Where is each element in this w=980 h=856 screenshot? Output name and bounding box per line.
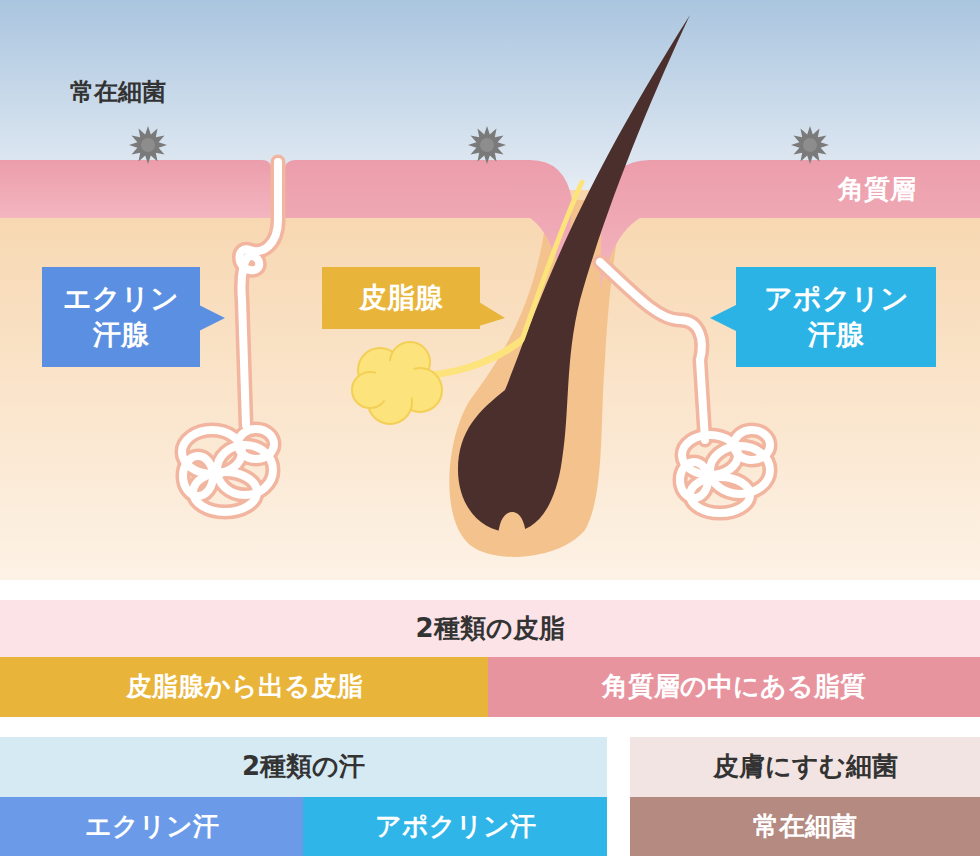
apocrine-duct [600,262,705,440]
eccrine-duct [240,162,279,425]
hair [458,15,690,532]
apocrine-duct [600,262,705,440]
heading-band: 皮膚にすむ細菌 [630,737,980,797]
node-text: 常在細菌 [753,810,857,844]
bacterium [468,126,506,164]
callout-tail [199,305,225,331]
sebaceous-core [374,360,418,404]
horny-layer [0,160,272,218]
eccrine-duct [240,162,279,425]
bacterium [791,126,829,164]
sebum-duct [420,340,522,376]
node-text: エクリン汗 [85,810,219,844]
category-band: 常在細菌 [630,797,980,856]
node-text: アポクリン汗 [375,810,536,844]
heading-band: 2種類の皮脂 [0,600,980,657]
sebum-line [522,182,582,340]
callout-tail [479,302,505,326]
bacteria [129,126,829,164]
hair-papilla [498,512,526,540]
node-text: 皮膚にすむ細菌 [713,750,898,784]
bacterium-core [803,138,817,152]
category-band: 角質層の中にある脂質 [488,657,980,717]
callout-box: アポクリン 汗腺 [736,267,936,367]
eccrine-coil [238,429,274,459]
callout-box: エクリン 汗腺 [42,267,200,367]
category-band: エクリン汗 [0,797,303,856]
callout-tail [710,305,736,331]
callout-box: 皮脂腺 [322,267,480,329]
bacterium-core [480,138,494,152]
category-band: アポクリン汗 [303,797,607,856]
bacterium [129,126,167,164]
node-text: アポクリン 汗腺 [750,281,922,354]
sebaceous-gland [352,342,442,424]
layer-label: 角質層 [838,174,916,205]
node-text: 角質層の中にある脂質 [602,670,866,704]
eccrine-coil [183,456,213,496]
node-text: 2種類の汗 [242,750,365,784]
node-text: 2種類の皮脂 [415,612,564,646]
bacterium-core [141,138,155,152]
heading-band: 2種類の汗 [0,737,607,797]
bacteria-label: 常在細菌 [70,78,166,107]
node-text: 皮脂腺 [359,280,443,316]
node-text: エクリン 汗腺 [56,281,186,354]
apocrine-coil [734,430,770,460]
node-text: 皮脂腺から出る皮脂 [126,670,363,704]
apocrine-coil [680,462,708,498]
category-band: 皮脂腺から出る皮脂 [0,657,488,717]
